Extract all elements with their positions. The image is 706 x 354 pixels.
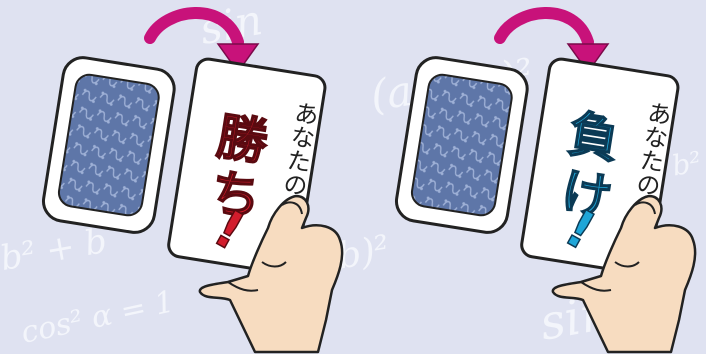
hand xyxy=(551,194,697,354)
card-prefix: あなたの xyxy=(277,98,321,199)
card-back xyxy=(41,56,176,234)
card-prefix: あなたの xyxy=(630,98,674,199)
lose-panel xyxy=(394,7,697,354)
flip-arrow xyxy=(494,7,594,48)
card-back xyxy=(394,56,529,234)
arrow-head xyxy=(566,43,610,74)
flip-arrow xyxy=(144,7,244,48)
arrow-head xyxy=(216,43,260,74)
win-panel xyxy=(41,7,344,354)
hand xyxy=(198,194,344,354)
